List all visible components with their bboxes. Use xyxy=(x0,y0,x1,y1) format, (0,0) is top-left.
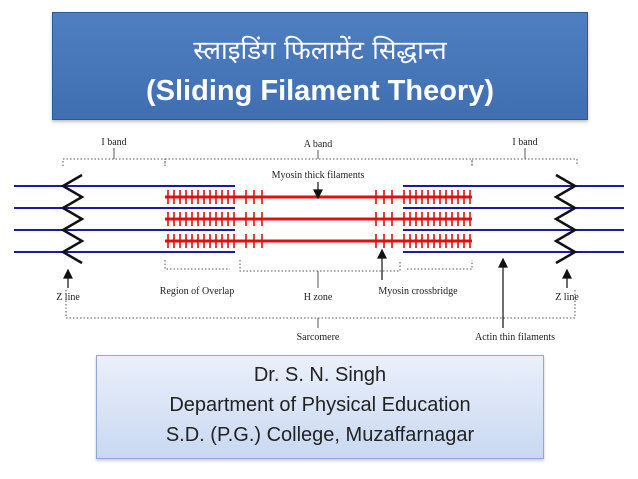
label-i-band-right: I band xyxy=(512,137,537,148)
z-line-left xyxy=(60,173,85,265)
title-english: (Sliding Filament Theory) xyxy=(145,75,494,107)
actin-filaments xyxy=(14,185,624,253)
label-actin-thin: Actin thin filaments xyxy=(475,332,555,343)
label-a-band: A band xyxy=(304,139,333,150)
label-myosin-thick: Myosin thick filaments xyxy=(272,170,365,181)
author-info-box: Dr. S. N. Singh Department of Physical E… xyxy=(96,355,544,459)
sarcomere-diagram: I band A band I band Myosin thick filame… xyxy=(14,137,624,343)
label-h-zone: H zone xyxy=(304,292,333,303)
author-name: Dr. S. N. Singh xyxy=(253,364,387,386)
label-sarcomere: Sarcomere xyxy=(297,332,340,343)
myosin-filaments xyxy=(165,190,472,248)
label-region-overlap: Region of Overlap xyxy=(160,286,234,297)
label-z-line-left: Z line xyxy=(56,292,80,303)
pointer-arrows xyxy=(63,182,572,328)
author-department: Department of Physical Education xyxy=(169,394,471,416)
title-hindi: स्लाइडिंग फिलामेंट सिद्धान्त xyxy=(193,36,447,66)
title-banner: स्लाइडिंग फिलामेंट सिद्धान्त (Sliding Fi… xyxy=(52,12,588,120)
z-lines xyxy=(60,173,578,265)
z-line-right xyxy=(553,173,578,265)
author-college: S.D. (P.G.) College, Muzaffarnagar xyxy=(165,424,475,446)
band-brackets xyxy=(62,158,578,319)
label-myosin-crossbridge: Myosin crossbridge xyxy=(378,286,458,297)
label-z-line-right: Z line xyxy=(555,292,579,303)
label-i-band-left: I band xyxy=(101,137,126,148)
